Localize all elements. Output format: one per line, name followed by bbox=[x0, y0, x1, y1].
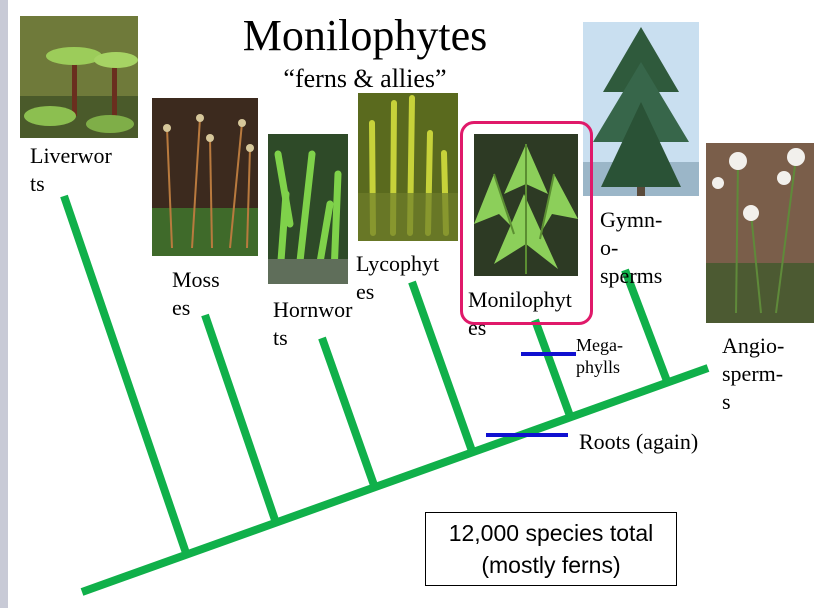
slide-title: Monilophytes bbox=[242, 11, 488, 60]
liverwort-photo bbox=[20, 16, 138, 138]
taxon-label-gymnosperms: Gymn- o- sperms bbox=[600, 207, 663, 288]
lycophyte-photo bbox=[358, 93, 458, 241]
taxon-label-monilophytes: Monilophyt es bbox=[468, 287, 572, 340]
species-count-box: 12,000 species total (mostly ferns) bbox=[425, 512, 677, 586]
fern-photo bbox=[474, 134, 578, 276]
branch-lycophytes bbox=[408, 280, 476, 453]
hornwort-photo bbox=[268, 134, 348, 284]
taxon-label-mosses: Moss es bbox=[172, 267, 220, 320]
branch-mosses bbox=[201, 313, 279, 522]
angiosperm-photo bbox=[706, 143, 814, 323]
gymnosperm-photo bbox=[583, 22, 699, 196]
branch-gymnosperms bbox=[621, 268, 671, 383]
branch-hornworts bbox=[318, 336, 379, 490]
taxon-label-liverworts: Liverwor ts bbox=[30, 143, 112, 196]
moss-photo bbox=[152, 98, 258, 256]
backbone bbox=[80, 364, 710, 596]
branch-liverworts bbox=[60, 194, 190, 555]
branch-monilophytes bbox=[531, 318, 574, 418]
slide-edge-bar bbox=[0, 0, 8, 608]
slide-subtitle: “ferns & allies” bbox=[283, 64, 447, 93]
megaphylls-label: Mega- phylls bbox=[576, 335, 623, 377]
monilophytes-highlight-box bbox=[460, 121, 593, 325]
taxon-label-hornworts: Hornwor ts bbox=[273, 297, 353, 350]
roots-label: Roots (again) bbox=[579, 429, 699, 454]
taxon-label-lycophytes: Lycophyt es bbox=[356, 251, 440, 304]
taxon-label-angiosperms: Angio- sperm- s bbox=[722, 333, 785, 414]
